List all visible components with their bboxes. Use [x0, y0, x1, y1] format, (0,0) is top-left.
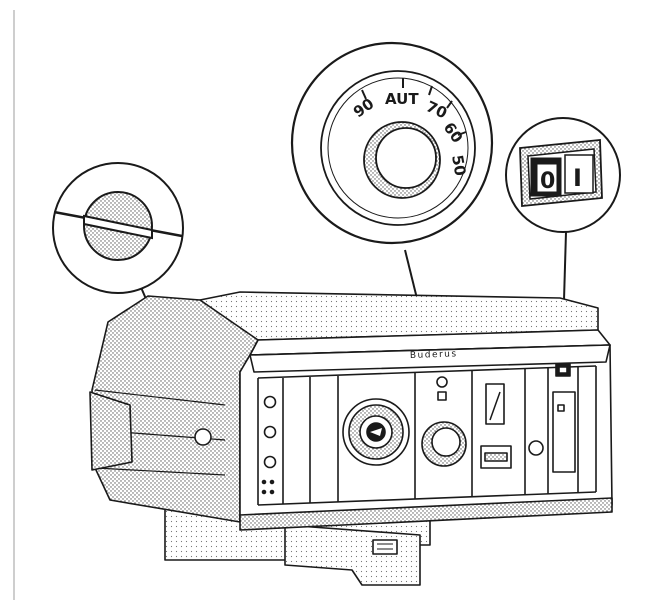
indicator-square — [437, 391, 447, 401]
fuse-callout — [52, 162, 184, 294]
panel-slot — [552, 391, 576, 473]
boiler-housing — [89, 291, 613, 586]
brand-label: Buderus — [410, 349, 458, 361]
front-skirt — [239, 497, 613, 531]
reset-button — [528, 440, 544, 456]
dial-knob — [375, 127, 437, 189]
switch-callout: 0 I — [505, 117, 621, 233]
switch-on-side — [564, 154, 594, 194]
panel-knob-1 — [263, 395, 277, 409]
indicator-light — [436, 376, 448, 388]
switch-off-label: 0 — [540, 169, 555, 194]
side-fuse-knob — [194, 428, 212, 446]
dial-label-50: 50 — [448, 154, 469, 178]
panel-knob-3 — [263, 455, 277, 469]
burner-lower-block — [284, 524, 421, 586]
front-panel-top-strip — [249, 344, 611, 373]
burner-plug — [372, 539, 398, 555]
dial-callout: 90 AUT 70 60 50 — [290, 41, 494, 245]
side-handle-recess — [89, 391, 133, 471]
dial-label-aut: AUT — [385, 90, 419, 108]
switch-on-label: I — [573, 164, 582, 192]
panel-knob-2 — [263, 425, 277, 439]
